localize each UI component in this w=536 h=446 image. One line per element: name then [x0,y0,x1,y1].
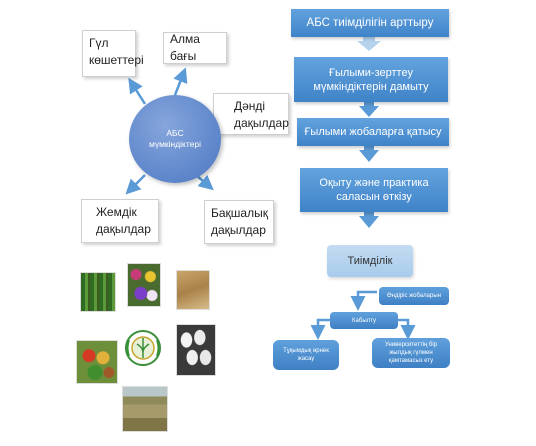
flow-step2-box: Ғылыми жобаларға қатысу [297,118,449,146]
photo-flowers [127,263,161,307]
sub-center-box: Кабылту [330,312,398,329]
sub-right-box: Университеттің бір жылдық гүлмен қамтама… [372,338,450,368]
sub-left-text: Тұқымдық өрнек жасау [283,348,329,362]
callout-dandi-text: Дәнді дақылдар [234,99,289,130]
flow-result-text: Тиімділік [347,255,393,267]
photo-seedlings [80,272,116,312]
callout-bakshalyk: Бақшалық дақылдар [204,200,274,244]
sub-left-box: Тұқымдық өрнек жасау [273,340,339,370]
photo-field [122,386,168,432]
flow-top-box: АБС тиімділігін арттыру [291,9,449,37]
flow-step2-text: Ғылыми жобаларға қатысу [304,126,442,138]
photo-eggs [176,324,216,376]
callout-gul-text: Гүл көшеттері [89,36,144,67]
center-label: АБС мүмкіндіктері [148,128,202,149]
callout-gul: Гүл көшеттері [82,30,144,77]
photo-vegetables [76,340,118,384]
callout-zhemdik-text: Жемдік дақылдар [96,205,151,236]
center-ellipse: АБС мүмкіндіктері [129,95,221,183]
sub-production-text: Өндіріс жобаларын [387,293,441,299]
flow-top-text: АБС тиімділігін арттыру [306,17,434,29]
callout-alma: Алма бағы [163,32,227,64]
photo-wheat [176,270,210,310]
flow-step1-text: Ғылыми-зерттеу мүмкіндіктерін дамыту [313,66,429,93]
flow-step3-text: Оқыту және практика саласын өткізу [319,177,429,203]
sub-center-text: Кабылту [352,317,376,324]
callout-dandi: Дәнді дақылдар [213,93,289,135]
sub-production-box: Өндіріс жобаларын [379,287,449,305]
callout-alma-text: Алма бағы [170,32,200,63]
logo-icon [125,330,161,366]
logo [123,318,163,378]
sub-right-text: Университеттің бір жылдық гүлмен қамтама… [384,342,438,364]
flow-result-box: Тиімділік [327,245,413,277]
callout-bakshalyk-text: Бақшалық дақылдар [211,206,268,237]
callout-zhemdik: Жемдік дақылдар [81,199,159,243]
flow-step3-box: Оқыту және практика саласын өткізу [300,168,448,212]
flow-step1-box: Ғылыми-зерттеу мүмкіндіктерін дамыту [294,57,448,102]
